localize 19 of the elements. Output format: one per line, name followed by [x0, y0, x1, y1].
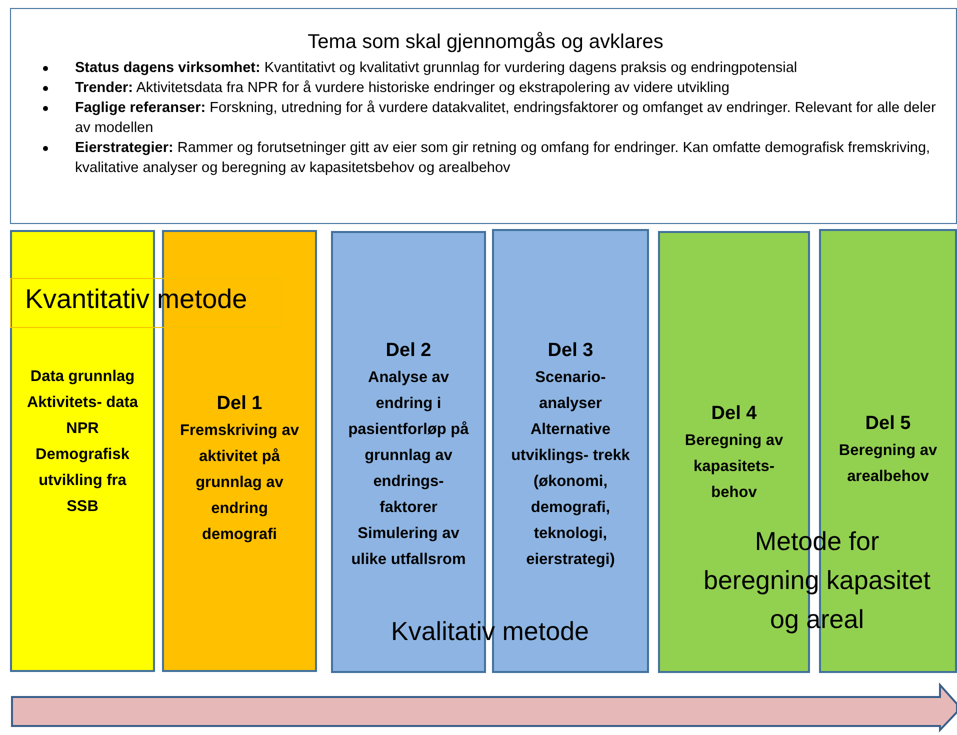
- bullet-item: Trender: Aktivitetsdata fra NPR for å vurdere historiske endringer og ekstrapolering av videre utvikling: [75, 80, 730, 96]
- phase-description: Scenario- analyser Alternative utviklings- trekk (økonomi, demografi, teknologi, eierstrategi): [510, 368, 631, 570]
- method-label: Kvalitativ metode: [390, 615, 590, 648]
- phase-description: Fremskriving av aktivitet på grunnlag av endring demografi: [179, 421, 300, 545]
- phase-heading: Del 4: [711, 402, 757, 426]
- bullet-item: Eierstrategier: Rammer og forutsetninger gitt av eier som gir retning og omfang for endringer. Kan omfatte demografisk fremskriving, kvalitative analyser og beregning av kapasitetsbehov og arealbehov: [75, 140, 930, 176]
- phase-description: Analyse av endring i pasientforløp på grunnlag av endrings- faktorer Simulering av ulike utfallsrom: [347, 368, 470, 570]
- phase-column: [10, 230, 155, 672]
- phase-heading: Del 3: [548, 339, 594, 363]
- bullet-item: Status dagens virksomhet: Kvantitativt og kvalitativt grunnlag for vurdering dagens praksis og endringpotensial: [75, 60, 798, 76]
- panel-heading: Tema som skal gjennomgås og avklares: [306, 31, 664, 54]
- bullet-item: Faglige referanser: Forskning, utredning for å vurdere datakvalitet, endringsfaktorer og omfanget av endringer. Relevant for alle deler av modellen: [75, 100, 936, 136]
- phase-heading: Del 5: [865, 412, 911, 436]
- phase-description: Data grunnlag Aktivitets- data NPR Demografisk utvikling fra SSB: [26, 367, 140, 517]
- phase-heading: Del 1: [216, 392, 262, 416]
- phase-heading: Del 2: [386, 339, 432, 363]
- phase-description: Beregning av arealbehov: [838, 441, 938, 487]
- topic-panel: [10, 8, 957, 224]
- phase-description: Beregning av kapasitets- behov: [684, 431, 784, 503]
